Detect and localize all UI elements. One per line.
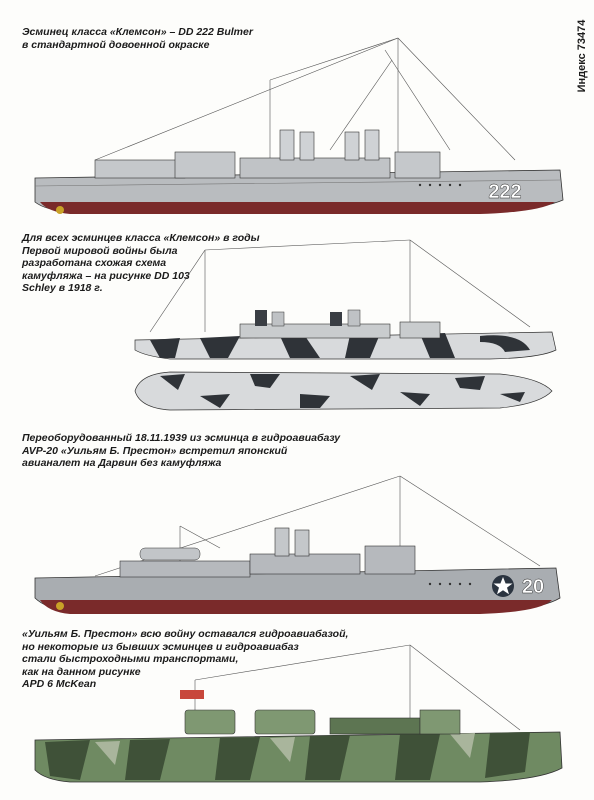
caption-line: разработана схожая схема — [22, 257, 167, 269]
ship-profile-dd222: 222 — [34, 37, 564, 214]
caption-dd103: Для всех эсминцев класса «Клемсон» в год… — [22, 232, 260, 295]
caption-line: Переоборудованный 18.11.1939 из эсминца … — [22, 432, 341, 444]
caption-line: как на данном рисунке — [22, 665, 141, 678]
hull-number: 222 — [488, 181, 521, 203]
caption-line: AVP-20 «Уильям Б. Престон» встретил япон… — [22, 444, 288, 457]
caption-line: «Уильям Б. Престон» всю войну оставался … — [22, 628, 349, 640]
caption-line: в стандартной довоенной окраске — [22, 38, 210, 51]
caption-line: APD 6 McKean — [22, 678, 97, 690]
hull-number: 20 — [522, 576, 544, 598]
caption-line: Schley в 1918 г. — [22, 282, 103, 294]
caption-line: Для всех эсминцев класса «Клемсон» в год… — [22, 232, 260, 244]
star-insignia-icon — [492, 575, 514, 597]
caption-avp20: Переоборудованный 18.11.1939 из эсминца … — [22, 432, 340, 470]
flag-icon — [180, 690, 204, 699]
ship-profile-dd103 — [134, 239, 557, 360]
caption-line: камуфляжа – на рисунке DD 103 — [22, 269, 190, 282]
caption-line: стали быстроходными транспортами, — [22, 653, 239, 665]
ship-profile-apd6 — [34, 644, 563, 783]
caption-line: Эсминец класса «Клемсон» – DD 222 Bulmer — [22, 26, 253, 38]
caption-apd6: «Уильям Б. Престон» всю войну оставался … — [22, 628, 348, 691]
caption-dd222: Эсминец класса «Клемсон» – DD 222 Bulmer… — [22, 26, 253, 51]
caption-line: авианалет на Дарвин без камуфляжа — [22, 457, 222, 469]
ship-profile-avp20: 20 — [34, 475, 561, 614]
caption-line: Первой мировой войны была — [22, 244, 178, 257]
caption-line: но некоторые из бывших эсминцев и гидроа… — [22, 640, 299, 653]
ship-plan-dd103 — [134, 371, 553, 411]
